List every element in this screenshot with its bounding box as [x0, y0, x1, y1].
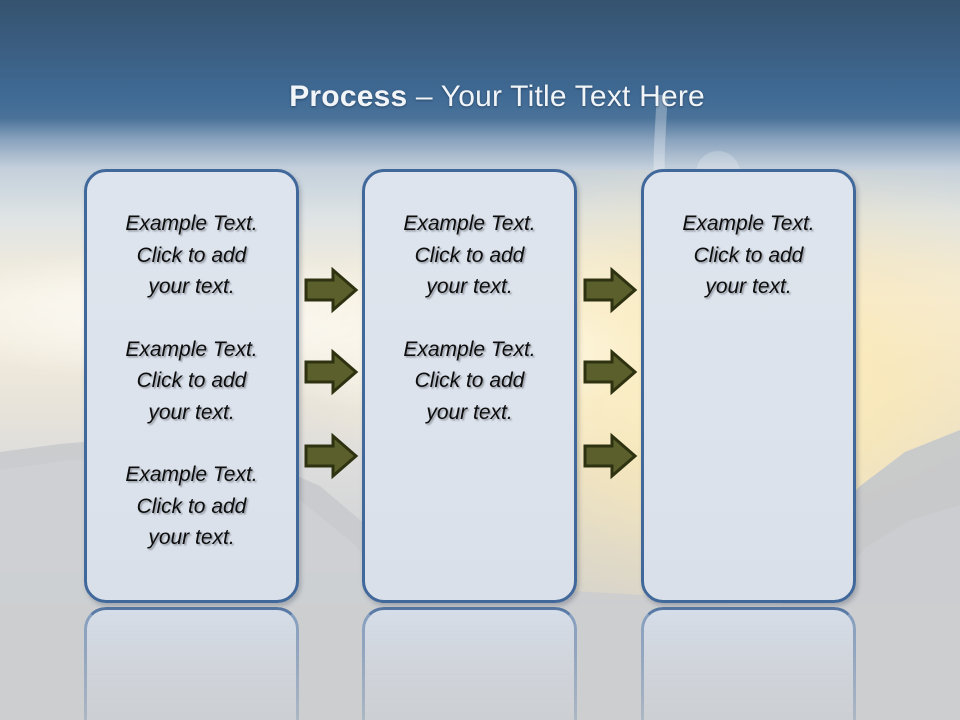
box-reflection-1-inner	[84, 607, 299, 720]
box-reflection-2-inner	[362, 607, 577, 720]
process-box-2-paragraph-1[interactable]: Example Text. Click to add your text.	[403, 212, 536, 298]
process-box-3[interactable]: Example Text. Click to add your text.	[641, 169, 856, 603]
process-box-1-paragraph-2[interactable]: Example Text. Click to add your text.	[125, 337, 258, 424]
arrow-right-2-c[interactable]	[582, 432, 638, 480]
arrow-right-2-a[interactable]	[582, 266, 638, 314]
process-box-2-paragraph-2[interactable]: Example Text. Click to add your text.	[403, 337, 536, 424]
box-reflection-2	[362, 607, 577, 720]
process-box-1-paragraph-3[interactable]: Example Text. Click to add your text.	[125, 463, 258, 549]
arrow-right-2-b[interactable]	[582, 348, 638, 396]
page-title-rest: – Your Title Text Here	[407, 80, 705, 113]
process-box-3-paragraph-1[interactable]: Example Text. Click to add your text.	[682, 212, 815, 298]
arrow-right-1-c[interactable]	[303, 432, 359, 480]
box-reflection-1	[84, 607, 299, 720]
arrow-right-1-a[interactable]	[303, 266, 359, 314]
page-title: Process – Your Title Text Here	[0, 46, 960, 148]
box-reflection-3	[641, 607, 856, 720]
process-box-1-paragraph-1[interactable]: Example Text. Click to add your text.	[125, 212, 258, 298]
arrow-right-1-b[interactable]	[303, 348, 359, 396]
process-box-1[interactable]: Example Text. Click to add your text. Ex…	[84, 169, 299, 603]
page-title-strong: Process	[289, 80, 408, 113]
process-box-2[interactable]: Example Text. Click to add your text. Ex…	[362, 169, 577, 603]
box-reflection-3-inner	[641, 607, 856, 720]
